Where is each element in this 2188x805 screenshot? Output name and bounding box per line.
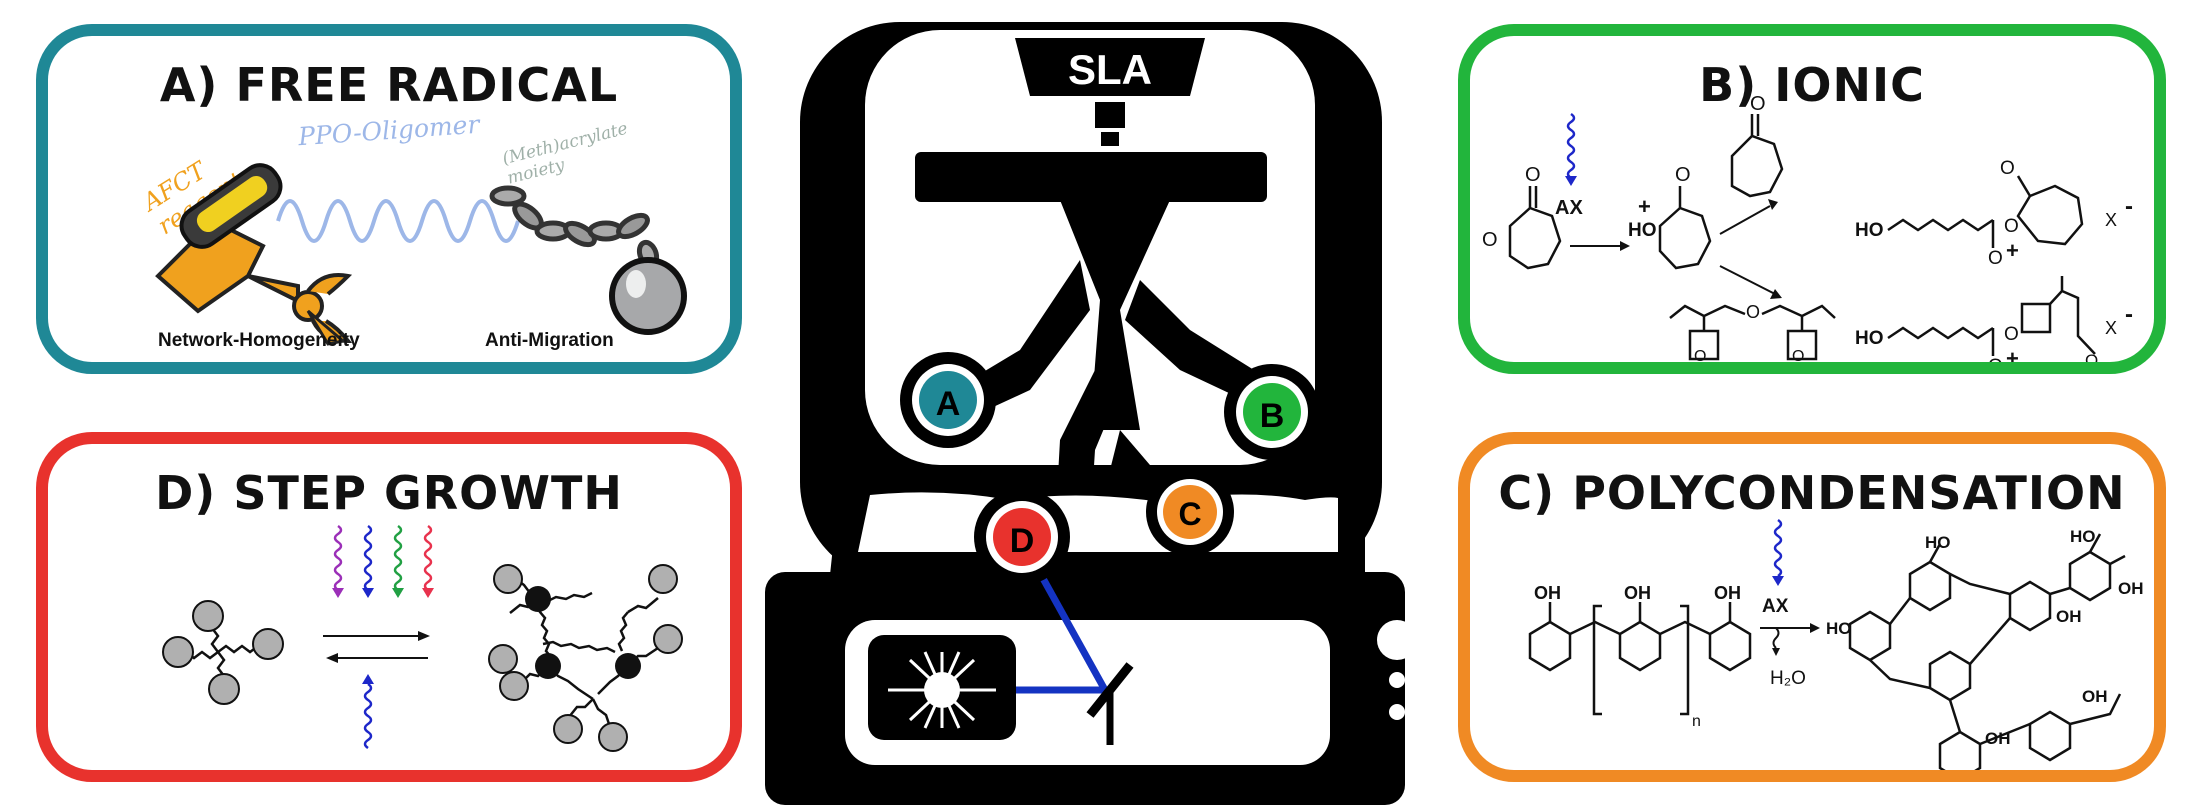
svg-text:O: O (1482, 229, 1498, 251)
svg-text:+: + (2006, 238, 2019, 263)
monomer-sphere (192, 600, 224, 632)
svg-text:-: - (2125, 193, 2133, 220)
svg-text:X: X (2105, 210, 2117, 230)
svg-text:AX: AX (1762, 596, 1789, 617)
light-arrow-icon (1773, 518, 1783, 578)
svg-text:+: + (2006, 346, 2019, 362)
step-growth-scheme (162, 524, 683, 752)
sla-printer: SLA A B C (765, 22, 1417, 805)
marker-d: D (974, 489, 1070, 585)
ax-label: AX (1555, 197, 1583, 219)
svg-text:OH: OH (2056, 607, 2082, 626)
panel-ionic: B) IONIC AX O O + HO O O (1458, 24, 2166, 374)
svg-text:O: O (1694, 348, 1706, 362)
svg-text:HO: HO (1855, 220, 1884, 241)
svg-text:B: B (1260, 397, 1285, 435)
svg-text:HO: HO (2070, 527, 2096, 546)
panel-step-growth: D) STEP GROWTH (36, 432, 742, 782)
panel-title: B) IONIC (1699, 58, 1925, 112)
oligomer-wave-icon (276, 199, 520, 243)
panel-title: C) POLYCONDENSATION (1498, 466, 2126, 520)
panel-title: D) STEP GROWTH (155, 466, 623, 520)
network-homogeneity-caption: Network-Homogeneity (158, 330, 360, 351)
svg-text:OH: OH (1624, 583, 1651, 603)
printer-label: SLA (1068, 46, 1152, 93)
svg-text:O: O (1525, 164, 1541, 186)
svg-text:OH: OH (1534, 583, 1561, 603)
svg-text:OH: OH (1714, 583, 1741, 603)
anti-migration-caption: Anti-Migration (485, 330, 614, 351)
svg-text:+: + (1638, 194, 1651, 219)
svg-text:OH: OH (2118, 579, 2144, 598)
panel-title: A) FREE RADICAL (159, 58, 619, 112)
svg-text:OH: OH (1985, 729, 2011, 748)
svg-text:O: O (2004, 216, 2019, 237)
svg-text:X: X (2105, 318, 2117, 338)
svg-text:O: O (1746, 302, 1760, 322)
marker-a: A (900, 352, 996, 448)
svg-text:O: O (2004, 324, 2019, 345)
svg-text:HO: HO (1628, 220, 1657, 241)
polycondensation-scheme: AX H₂O OH OH OH n (1528, 518, 2144, 770)
svg-text:A: A (936, 385, 961, 423)
svg-text:-: - (2125, 301, 2133, 328)
marker-c: C (1146, 468, 1234, 556)
chain-icon (489, 185, 660, 269)
robot-arm-icon (155, 163, 353, 346)
svg-text:O: O (1750, 93, 1766, 115)
svg-text:OH: OH (2082, 687, 2108, 706)
svg-text:HO: HO (1826, 619, 1852, 638)
svg-text:O: O (1988, 356, 2003, 362)
ball-icon (609, 257, 687, 335)
marker-b: B (1224, 364, 1320, 460)
svg-text:O: O (1792, 348, 1804, 362)
svg-text:O: O (1675, 164, 1691, 186)
ionic-scheme: AX O O + HO O O (1482, 93, 2133, 362)
svg-text:O: O (2085, 351, 2098, 362)
svg-text:H₂O: H₂O (1770, 668, 1806, 689)
svg-text:O: O (2000, 158, 2015, 179)
panel-free-radical: A) FREE RADICAL AFCT reagent PPO-Oligome… (36, 24, 742, 374)
svg-text:D: D (1010, 522, 1035, 560)
free-radical-illustration (155, 163, 687, 346)
svg-text:C: C (1178, 496, 1201, 532)
svg-text:HO: HO (1925, 533, 1951, 552)
svg-text:O: O (1988, 248, 2003, 269)
svg-text:HO: HO (1855, 328, 1884, 349)
svg-text:n: n (1692, 713, 1701, 730)
panel-polycondensation: C) POLYCONDENSATION AX H₂O OH OH OH n (1458, 432, 2166, 782)
light-arrow-icon (1566, 112, 1576, 180)
